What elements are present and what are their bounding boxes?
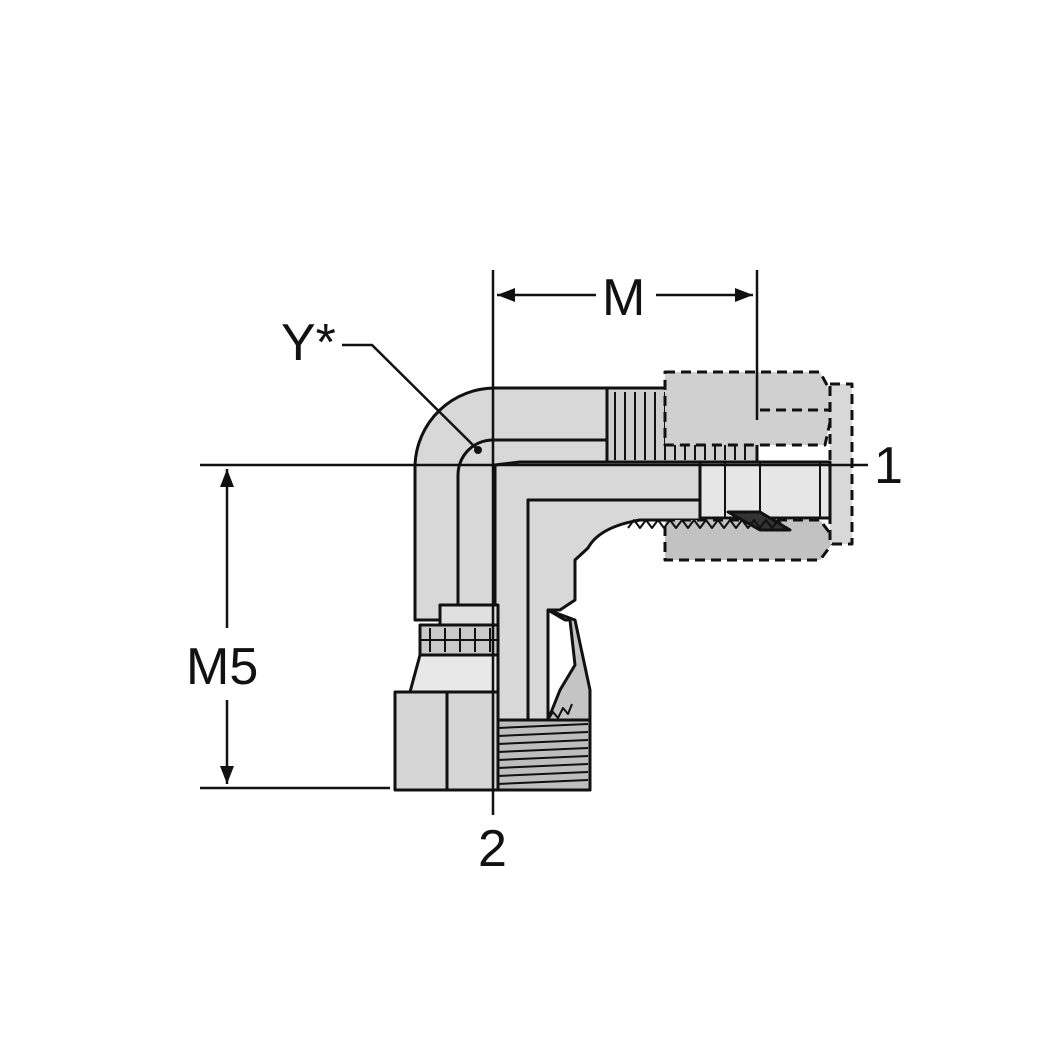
swivel-cone (408, 653, 500, 694)
label-dim-m: M (602, 269, 645, 327)
elbow-fitting (393, 370, 854, 792)
label-port-1: 1 (874, 437, 903, 495)
elbow-bore (456, 438, 496, 605)
leader-line-y (342, 343, 479, 451)
arrow-heads (220, 288, 753, 784)
female-thread (496, 718, 592, 792)
label-port-2: 2 (478, 820, 507, 878)
female-thread-lines (497, 723, 589, 785)
swivel-ring-detail (420, 628, 498, 652)
arrow-m5-bottom (220, 766, 234, 784)
female-thread-taper (547, 703, 573, 721)
tube-nut-inner-thread (627, 519, 785, 529)
label-dim-m5: M5 (186, 638, 258, 696)
arrow-m-left (497, 288, 515, 302)
leader-dot-y (474, 446, 482, 454)
arrow-m5-top (220, 469, 234, 487)
arrow-m-right (735, 288, 753, 302)
tube-nut-bottom (663, 518, 837, 562)
label-callout-y: Y* (281, 314, 336, 372)
tube-stub (698, 460, 832, 520)
